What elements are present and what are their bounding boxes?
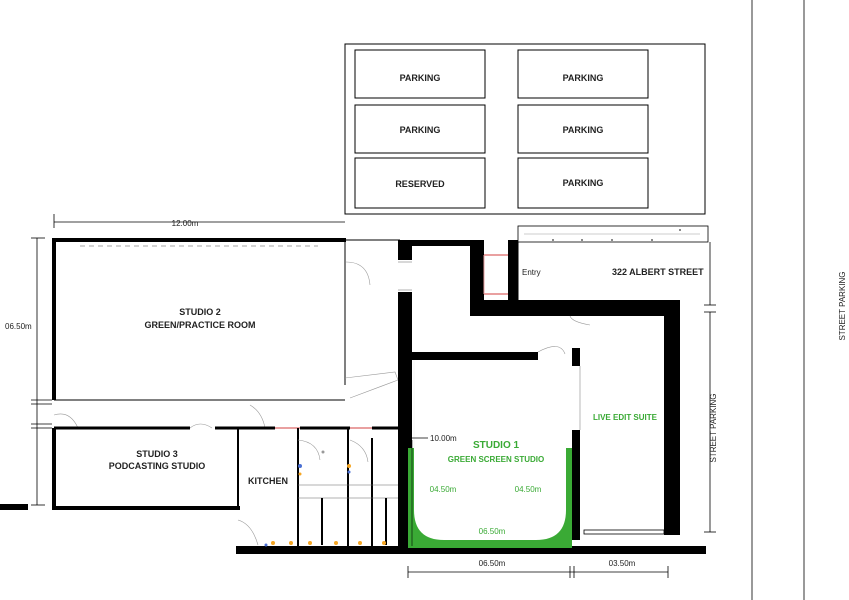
studio-1-green-screen [408,360,572,548]
parking-space [354,157,486,209]
studio-1-floor-dim: 06.50m [479,527,506,536]
parking-label: RESERVED [395,179,445,189]
kitchen-toilets [237,426,400,548]
studio-2-room [52,238,400,401]
parking-label: PARKING [563,125,604,135]
parking-label: PARKING [563,178,604,188]
central-walls [398,240,680,548]
corridor [53,404,266,429]
wall-stub [0,504,28,510]
left-dimension: 06.50m [5,237,52,506]
studio-1-right-dim: 04.50m [515,485,542,494]
studio-3-title: STUDIO 3 [136,449,178,459]
bottom-dimensions [407,566,669,578]
dimension-label: 06.50m [5,322,32,331]
studio-1-title: STUDIO 1 [473,440,520,451]
bottom-wall [236,546,706,554]
parking-lot: PARKING PARKING PARKING PARKING RESERVED… [344,43,706,215]
parking-label: PARKING [563,73,604,83]
street-front [517,225,716,533]
parking-space [354,49,486,99]
kitchen-label: KITCHEN [248,476,288,486]
dimension-label: 12.00m [172,219,199,228]
bottom-left-dim: 06.50m [479,559,506,568]
orange-fixtures [264,541,386,547]
studio-3-room [52,426,275,510]
studio-1-subtitle: GREEN SCREEN STUDIO [448,455,544,464]
entry-label: Entry [522,268,541,277]
parking-space [517,49,649,99]
live-edit-suite [579,366,665,535]
parking-label: PARKING [400,125,441,135]
street-parking-right-label: STREET PARKING [838,271,847,340]
studio-3-subtitle: PODCASTING STUDIO [109,461,206,471]
parking-space [354,104,486,154]
parking-space [517,104,649,154]
street-address: 322 ALBERT STREET [612,267,704,277]
live-edit-label: LIVE EDIT SUITE [593,413,658,422]
street-parking-label: STREET PARKING [709,393,718,462]
top-dimension: 12.00m [53,214,345,228]
parking-space [517,157,649,209]
studio-2-subtitle: GREEN/PRACTICE ROOM [144,320,255,330]
bottom-right-dim: 03.50m [609,559,636,568]
studio-1-left-dim: 04.50m [430,485,457,494]
parking-label: PARKING [400,73,441,83]
studio-2-title: STUDIO 2 [179,307,221,317]
studio-1-height-label: 10.00m [430,434,457,443]
